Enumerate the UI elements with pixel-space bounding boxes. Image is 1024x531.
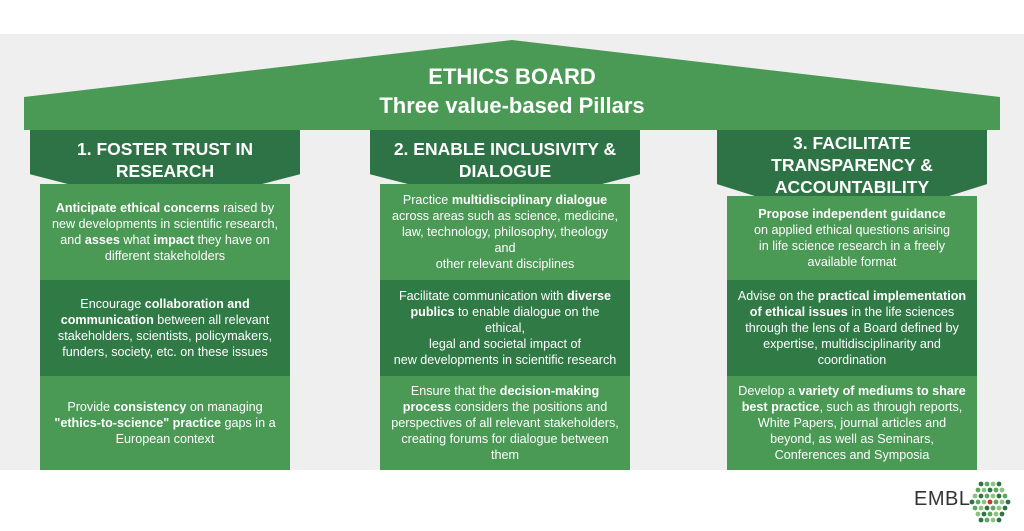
- logo-dot: [987, 511, 993, 517]
- logo-dot: [984, 517, 990, 523]
- pillar-heading: 3. FACILITATE TRANSPARENCY & ACCOUNTABIL…: [771, 133, 933, 197]
- logo-dot: [1002, 505, 1008, 511]
- logo-dot: [987, 499, 993, 505]
- logo-dot: [990, 481, 996, 487]
- logo-dot: [978, 493, 984, 499]
- logo-dot: [999, 487, 1005, 493]
- logo-dot: [972, 505, 978, 511]
- logo-dot: [981, 487, 987, 493]
- logo-dot: [981, 511, 987, 517]
- logo-dot: [990, 517, 996, 523]
- pillar-heading: 1. FOSTER TRUST IN RESEARCH: [77, 139, 253, 181]
- logo-dot: [987, 487, 993, 493]
- logo-dot: [999, 499, 1005, 505]
- logo-dot: [975, 511, 981, 517]
- logo-dot: [984, 481, 990, 487]
- logo-dot: [981, 499, 987, 505]
- logo-dot: [996, 481, 1002, 487]
- logo-dot: [975, 499, 981, 505]
- pillar-section-text: Provide consistency on managing"ethics-t…: [54, 400, 276, 446]
- board-title: ETHICS BOARD: [428, 64, 596, 89]
- logo-dot: [999, 511, 1005, 517]
- logo-dot: [996, 517, 1002, 523]
- pillar-capital: [370, 130, 640, 184]
- logo-dot: [984, 493, 990, 499]
- logo-dot: [978, 517, 984, 523]
- pillar-capital: [717, 130, 987, 196]
- logo-dot: [978, 481, 984, 487]
- logo-dot: [978, 505, 984, 511]
- logo-dot: [972, 493, 978, 499]
- pillar-capital: [30, 130, 300, 184]
- logo-dot: [990, 505, 996, 511]
- embl-logo-text: EMBL: [914, 488, 971, 510]
- pillar-heading: 2. ENABLE INCLUSIVITY & DIALOGUE: [393, 139, 617, 181]
- embl-hexagon-logo-icon: [969, 481, 1011, 523]
- logo-dot: [996, 505, 1002, 511]
- board-subtitle: Three value-based Pillars: [379, 93, 645, 118]
- logo-dot: [969, 499, 975, 505]
- logo-dot: [993, 499, 999, 505]
- pillar-section: Provide consistency on managing"ethics-t…: [40, 376, 290, 470]
- logo-dot: [996, 493, 1002, 499]
- logo-dot: [1002, 493, 1008, 499]
- logo-dot: [993, 487, 999, 493]
- logo-dot: [984, 505, 990, 511]
- logo-dot: [990, 493, 996, 499]
- logo-dot: [1005, 499, 1011, 505]
- logo-dot: [975, 487, 981, 493]
- roof: [24, 40, 1000, 130]
- logo-dot: [993, 511, 999, 517]
